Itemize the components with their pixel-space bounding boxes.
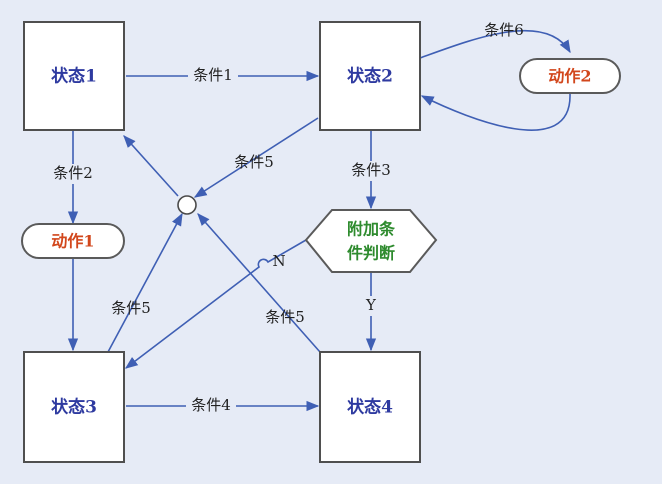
label-bg-yes [362, 296, 380, 316]
state-box-2 [319, 21, 421, 131]
edge-s4-to-junction [197, 213, 321, 353]
label-bg-c2 [48, 164, 98, 184]
state-label-2: 状态2 [347, 66, 393, 87]
decision-box [304, 209, 438, 273]
state-box-4 [319, 351, 421, 463]
edge-a2-to-s2 [420, 93, 571, 131]
label-bg-c4 [186, 396, 236, 416]
action-box-2 [519, 58, 621, 94]
edge-label-c2: 条件2 [53, 164, 93, 182]
state-label-4: 状态4 [347, 397, 393, 418]
action-label-2: 动作2 [548, 67, 591, 86]
state-box-1 [23, 21, 125, 131]
action-box-1 [21, 223, 125, 259]
junction-node [177, 195, 197, 215]
edge-junction-to-s1 [123, 135, 179, 197]
edge-label-c4: 条件4 [191, 396, 231, 414]
edge-label-no: N [272, 252, 285, 270]
edge-label-c6: 条件6 [484, 21, 524, 39]
label-bg-c1 [188, 66, 238, 86]
edge-s2-to-junction [193, 117, 319, 198]
edge-label-c5-left: 条件5 [111, 299, 151, 317]
state-label-3: 状态3 [51, 397, 97, 418]
edge-label-c1: 条件1 [193, 66, 233, 84]
action-label-1: 动作1 [51, 232, 94, 251]
edge-s2-to-a2 [419, 29, 571, 59]
edge-decision-to-s3 [124, 239, 307, 369]
edge-label-c3: 条件3 [351, 161, 391, 179]
edge-label-yes: Y [365, 296, 377, 314]
edge-label-c5-right: 条件5 [265, 308, 305, 326]
decision-label-line1: 附加条 [347, 220, 396, 239]
state-label-1: 状态1 [51, 66, 97, 87]
label-bg-c3 [346, 161, 396, 181]
state-box-3 [23, 351, 125, 463]
decision-label-line2: 件判断 [347, 244, 395, 263]
edge-s3-to-junction [107, 212, 183, 353]
edge-label-c5-top: 条件5 [234, 153, 274, 171]
